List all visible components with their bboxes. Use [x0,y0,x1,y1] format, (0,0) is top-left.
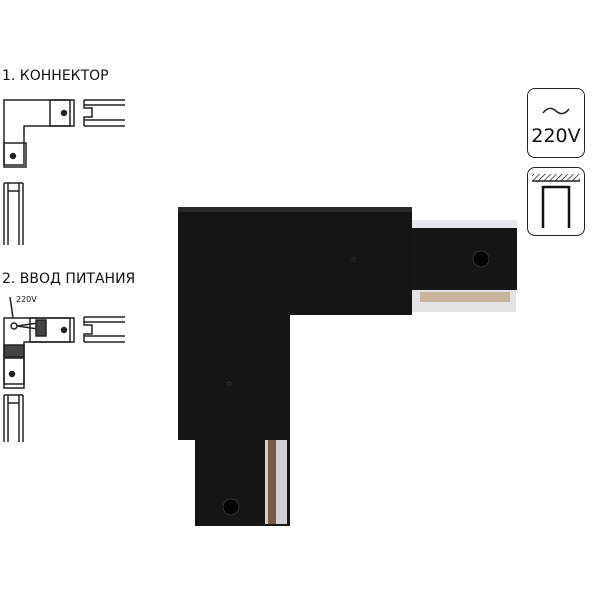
surface-mount-badge [527,167,585,236]
svg-text:☆: ☆ [350,255,357,264]
ac-wave-icon [542,107,570,115]
section-title-power-input: 2. ВВОД ПИТАНИЯ [2,271,136,287]
power-input-schematic [3,296,125,442]
voltage-label: 220V [531,125,581,147]
connector-schematic [3,99,125,245]
l-connector-product: ☆ ☆ [178,207,517,526]
svg-text:☆: ☆ [226,379,233,388]
section-title-connector: 1. КОННЕКТОР [2,68,109,84]
wire-voltage-label: 220V [16,295,37,304]
surface-mount-icon [532,174,580,228]
voltage-badge: 220V [527,88,585,158]
